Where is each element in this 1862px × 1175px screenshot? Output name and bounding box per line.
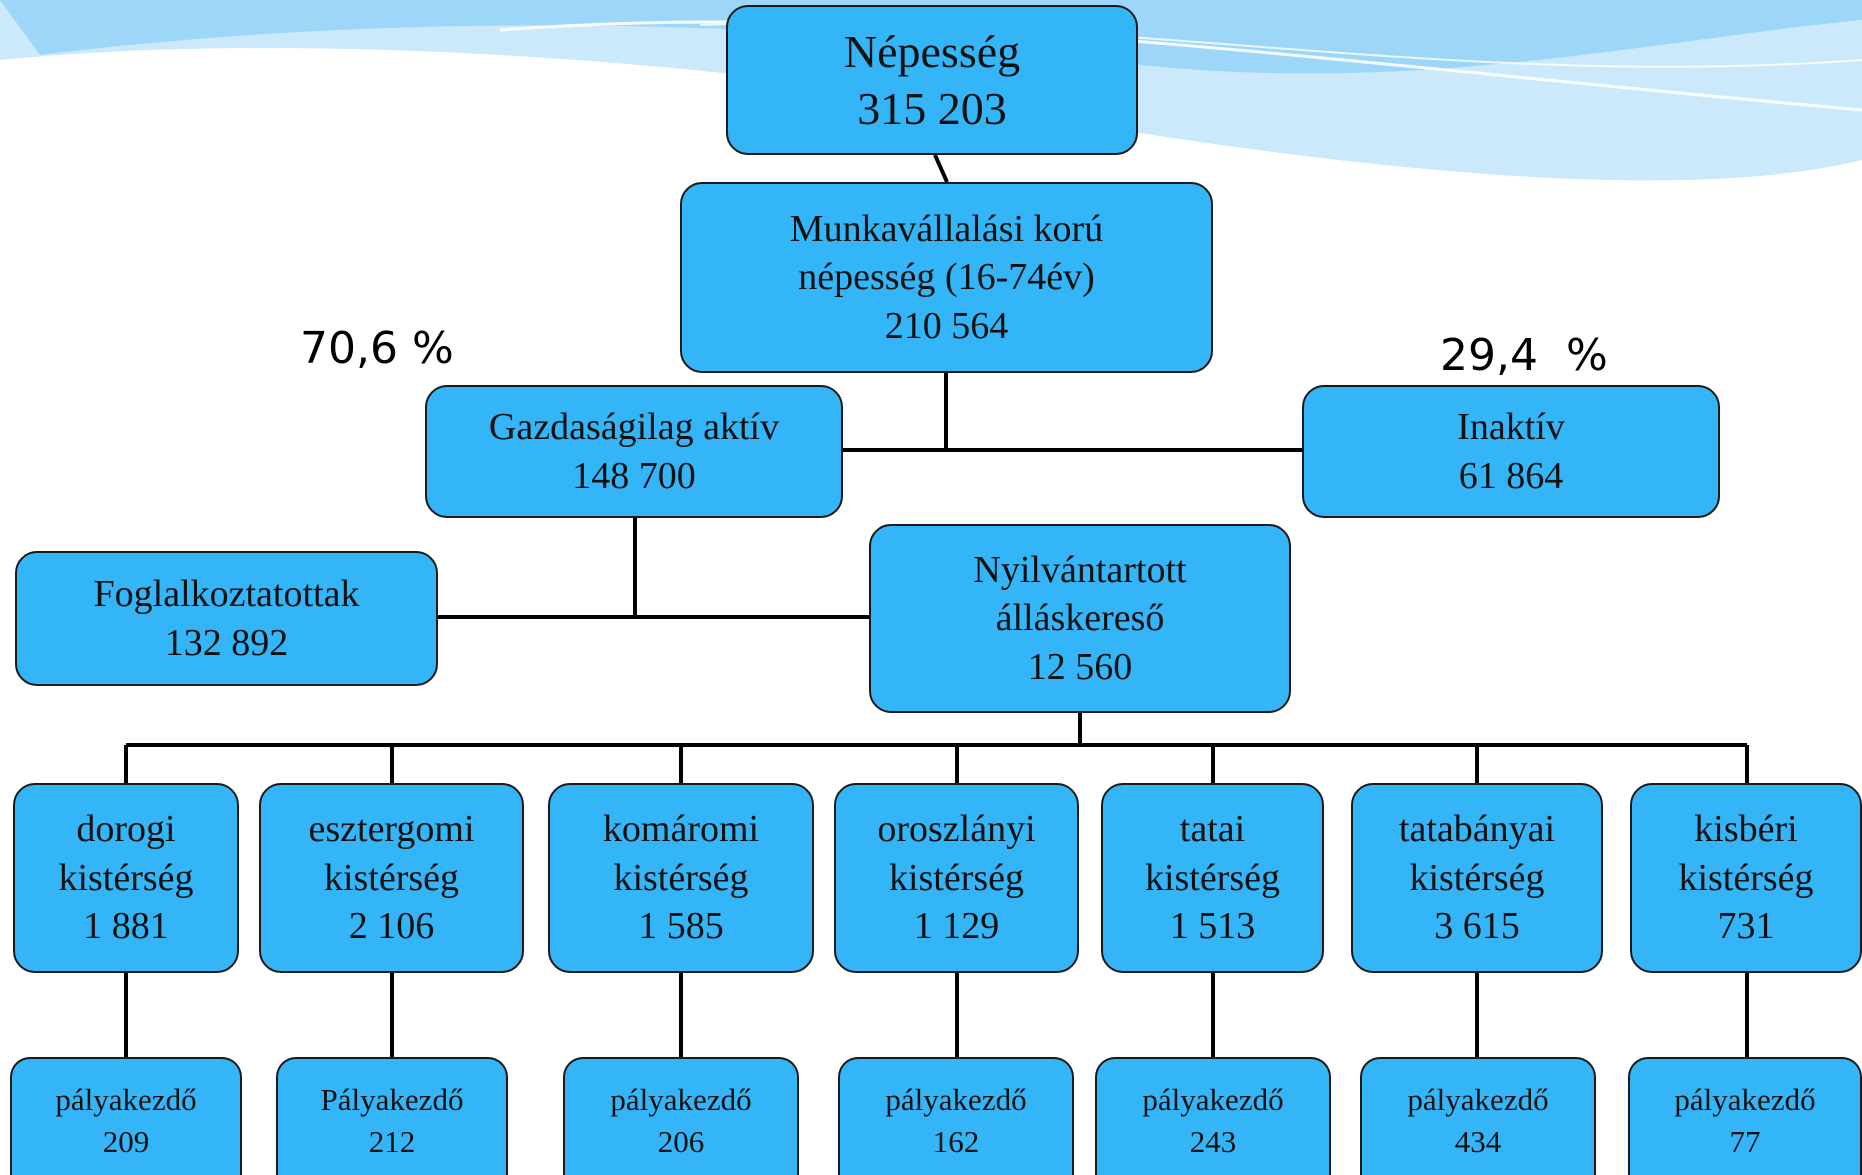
district-name: oroszlányi	[877, 808, 1036, 851]
career-starter-box: pályakezdő 243	[1095, 1057, 1331, 1175]
district-name: dorogi	[76, 808, 176, 851]
node-active-label: Gazdaságilag aktív	[488, 405, 780, 448]
node-jobseekers-label-2: álláskereső	[995, 597, 1165, 640]
district-value: 3 615	[1434, 905, 1520, 948]
node-active-value: 148 700	[572, 454, 696, 497]
district-box: tatabányai kistérség 3 615	[1351, 783, 1603, 973]
district-name: komáromi	[602, 808, 760, 851]
career-starter-box: pályakezdő 434	[1360, 1057, 1596, 1175]
career-starter-label: pályakezdő	[1407, 1082, 1549, 1117]
career-starter-value: 162	[932, 1123, 980, 1159]
node-jobseekers-label: Nyilvántartott	[973, 548, 1187, 591]
district-box: komáromi kistérség 1 585	[548, 783, 814, 973]
district-suffix: kistérség	[1678, 856, 1814, 899]
node-employed-label: Foglalkoztatottak	[93, 572, 360, 615]
percent-inactive: 29,4 %	[1440, 330, 1608, 381]
district-suffix: kistérség	[888, 856, 1025, 899]
career-starter-label: pályakezdő	[885, 1082, 1027, 1117]
district-name: esztergomi	[308, 808, 475, 851]
node-inactive-value: 61 864	[1458, 454, 1564, 497]
node-jobseekers-value: 12 560	[1027, 645, 1133, 688]
node-working-age-label: Munkavállalási korú	[789, 207, 1104, 250]
career-starter-box: pályakezdő 209	[10, 1057, 242, 1175]
career-starter-box: pályakezdő 206	[563, 1057, 799, 1175]
career-starter-value: 206	[657, 1123, 705, 1159]
district-suffix: kistérség	[323, 856, 460, 899]
district-value: 2 106	[348, 905, 435, 948]
career-starter-value: 434	[1454, 1123, 1502, 1159]
career-starter-label: pályakezdő	[55, 1082, 197, 1117]
career-starter-label: pályakezdő	[1674, 1082, 1816, 1117]
district-name: kisbéri	[1694, 808, 1798, 851]
career-starter-box: pályakezdő 162	[838, 1057, 1074, 1175]
district-suffix: kistérség	[1144, 856, 1281, 899]
career-starter-label: pályakezdő	[1142, 1082, 1284, 1117]
district-suffix: kistérség	[58, 856, 194, 899]
node-working-age: Munkavállalási korú népesség (16-74év) 2…	[680, 182, 1213, 373]
node-population-value: 315 203	[857, 83, 1007, 134]
district-value: 1 585	[638, 905, 724, 948]
career-starter-value: 209	[102, 1123, 150, 1159]
district-box: oroszlányi kistérség 1 129	[834, 783, 1079, 973]
district-value: 731	[1717, 905, 1775, 948]
career-starter-label: Pályakezdő	[320, 1082, 464, 1117]
percent-active: 70,6 %	[300, 323, 454, 374]
district-box: kisbéri kistérség 731	[1630, 783, 1862, 973]
career-starter-box: pályakezdő 77	[1628, 1057, 1862, 1175]
node-inactive: Inaktív 61 864	[1302, 385, 1720, 518]
node-employed-value: 132 892	[164, 621, 289, 664]
node-employed: Foglalkoztatottak 132 892	[15, 551, 438, 686]
district-value: 1 513	[1169, 905, 1256, 948]
career-starter-value: 77	[1729, 1123, 1761, 1159]
district-value: 1 129	[913, 905, 1000, 948]
career-starter-box: Pályakezdő 212	[276, 1057, 508, 1175]
node-working-age-value: 210 564	[884, 304, 1009, 347]
career-starter-label: pályakezdő	[610, 1082, 752, 1117]
district-box: esztergomi kistérség 2 106	[259, 783, 524, 973]
node-population: Népesség 315 203	[726, 5, 1138, 155]
career-starter-value: 212	[368, 1123, 416, 1159]
district-name: tatabányai	[1398, 808, 1556, 851]
node-economically-active: Gazdaságilag aktív 148 700	[425, 385, 843, 518]
node-working-age-label-2: népesség (16-74év)	[798, 256, 1095, 299]
connector-population-workage	[933, 154, 949, 183]
district-suffix: kistérség	[1409, 856, 1545, 899]
node-inactive-label: Inaktív	[1457, 405, 1565, 448]
node-population-label: Népesség	[843, 25, 1021, 77]
node-registered-jobseekers: Nyilvántartott álláskereső 12 560	[869, 524, 1291, 713]
district-box: tatai kistérség 1 513	[1101, 783, 1324, 973]
district-value: 1 881	[83, 905, 169, 948]
district-name: tatai	[1179, 808, 1246, 851]
district-box: dorogi kistérség 1 881	[13, 783, 239, 973]
career-starter-value: 243	[1189, 1123, 1237, 1159]
district-suffix: kistérség	[613, 856, 749, 899]
